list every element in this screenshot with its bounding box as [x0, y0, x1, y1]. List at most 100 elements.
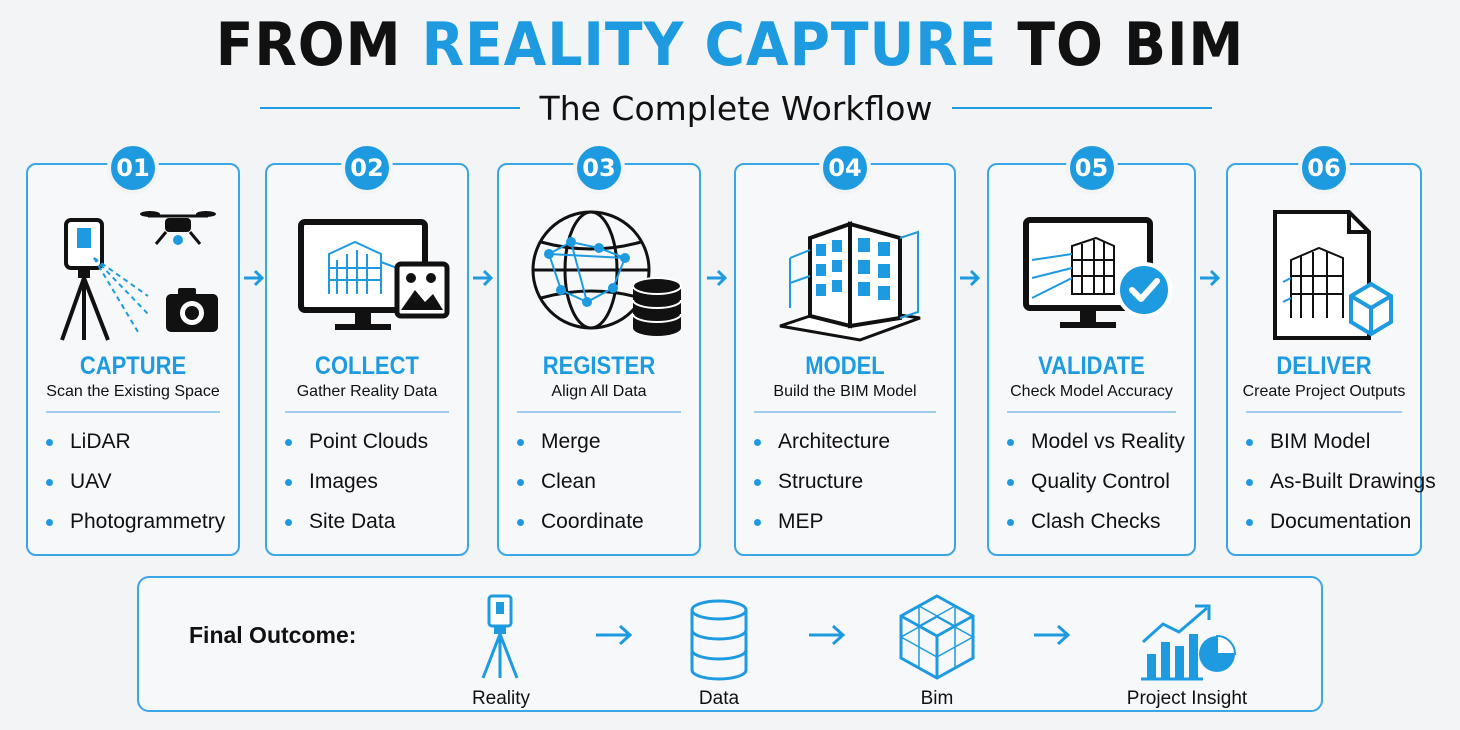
step-title: REGISTER	[542, 352, 656, 380]
outcome-node-project-insight: Project Insight	[1107, 590, 1267, 710]
arrow-right-icon	[707, 269, 728, 287]
database-icon	[639, 590, 799, 682]
globe-network-database-icon	[499, 193, 699, 353]
bullet-icon	[46, 519, 53, 526]
list-item: Quality Control	[1005, 467, 1188, 507]
list-item: Structure	[752, 467, 948, 507]
step-description: Check Model Accuracy	[1010, 383, 1173, 400]
arrow-right-icon	[1034, 624, 1071, 646]
step-description: Gather Reality Data	[296, 383, 438, 400]
list-item: Images	[283, 467, 461, 507]
list-item: Clash Checks	[1005, 507, 1188, 547]
step-card-register: 03 REGIST	[497, 142, 701, 556]
step-items: Merge Clean Coordinate	[515, 427, 693, 547]
outcome-node-label: Project Insight	[1126, 688, 1248, 709]
step-number-badge: 01	[107, 142, 159, 194]
step-divider	[517, 411, 681, 413]
outcome-node-reality: Reality	[421, 590, 581, 710]
step-number-badge: 02	[341, 142, 393, 194]
bullet-icon	[1246, 439, 1253, 446]
step-items: Model vs Reality Quality Control Clash C…	[1005, 427, 1188, 547]
bullet-icon	[517, 519, 524, 526]
bullet-icon	[754, 439, 761, 446]
arrow-right-icon	[473, 269, 494, 287]
wireframe-cube-icon	[857, 590, 1017, 682]
list-item: BIM Model	[1244, 427, 1414, 467]
bullet-icon	[1007, 479, 1014, 486]
step-description: Create Project Outputs	[1242, 383, 1406, 400]
step-divider	[1007, 411, 1176, 413]
document-cube-icon	[1228, 193, 1420, 353]
step-items: Architecture Structure MEP	[752, 427, 948, 547]
title-accent: REALITY CAPTURE	[421, 10, 998, 80]
growth-chart-icon	[1107, 590, 1267, 682]
bullet-icon	[1246, 519, 1253, 526]
step-title: VALIDATE	[1038, 352, 1145, 380]
step-title: COLLECT	[315, 352, 419, 380]
step-description: Scan the Existing Space	[46, 383, 220, 400]
step-card-collect: 02 COLLECT Gather Reality Data Point Clo…	[265, 142, 469, 556]
monitor-check-icon	[989, 193, 1194, 353]
step-divider	[1246, 411, 1402, 413]
list-item: Site Data	[283, 507, 461, 547]
outcome-node-label: Bim	[920, 688, 954, 709]
list-item: As-Built Drawings	[1244, 467, 1436, 507]
bullet-icon	[517, 439, 524, 446]
laser-scanner-drone-camera-icon	[28, 193, 238, 353]
step-title: MODEL	[805, 352, 885, 380]
final-outcome-panel: Final Outcome: Reality	[137, 576, 1323, 712]
step-description: Align All Data	[551, 383, 647, 400]
step-description: Build the BIM Model	[773, 383, 917, 400]
bullet-icon	[46, 439, 53, 446]
list-item: MEP	[752, 507, 948, 547]
step-number-badge: 04	[819, 142, 871, 194]
list-item: Clean	[515, 467, 693, 507]
subtitle-row: The Complete Workflow	[260, 86, 1212, 130]
subtitle-line-left	[260, 107, 520, 109]
list-item: Point Clouds	[283, 427, 461, 467]
step-number-badge: 03	[573, 142, 625, 194]
bullet-icon	[285, 439, 292, 446]
scanner-tripod-icon	[421, 590, 581, 682]
bullet-icon	[285, 519, 292, 526]
arrow-right-icon	[1200, 269, 1221, 287]
subtitle-line-right	[952, 107, 1212, 109]
subtitle: The Complete Workflow	[539, 88, 933, 128]
step-title: DELIVER	[1276, 352, 1372, 380]
bullet-icon	[285, 479, 292, 486]
list-item: Coordinate	[515, 507, 693, 547]
bullet-icon	[754, 479, 761, 486]
list-item: Model vs Reality	[1005, 427, 1188, 467]
arrow-right-icon	[596, 624, 633, 646]
list-item: Merge	[515, 427, 693, 467]
outcome-node-label: Data	[698, 688, 740, 709]
final-outcome-label: Final Outcome:	[189, 622, 357, 648]
bullet-icon	[1007, 519, 1014, 526]
step-card-validate: 05 VALIDATE Check Model Accuracy Model v…	[987, 142, 1196, 556]
title-part1: FROM	[215, 10, 422, 80]
monitor-pointcloud-image-icon	[267, 193, 467, 353]
bullet-icon	[754, 519, 761, 526]
bullet-icon	[1007, 439, 1014, 446]
outcome-node-label: Reality	[471, 688, 531, 709]
step-card-capture: 01 CAPTURE Scan the Existing Space	[26, 142, 240, 556]
outcome-node-data: Data	[639, 590, 799, 710]
list-item: LiDAR	[44, 427, 232, 467]
step-items: BIM Model As-Built Drawings Documentatio…	[1244, 427, 1436, 547]
step-divider	[46, 411, 220, 413]
step-card-deliver: 06 DELIVER Create Project Outputs BIM Mo…	[1226, 142, 1436, 556]
step-card-model: 04 MODEL Build the BIM Model Architectur…	[734, 142, 956, 556]
arrow-right-icon	[809, 624, 846, 646]
outcome-node-bim: Bim	[857, 590, 1017, 710]
step-divider	[754, 411, 936, 413]
page-title: FROM REALITY CAPTURE TO BIM	[58, 10, 1401, 80]
list-item: Photogrammetry	[44, 507, 232, 547]
bullet-icon	[46, 479, 53, 486]
bullet-icon	[517, 479, 524, 486]
bullet-icon	[1246, 479, 1253, 486]
arrow-right-icon	[960, 269, 981, 287]
list-item: Architecture	[752, 427, 948, 467]
step-items: Point Clouds Images Site Data	[283, 427, 461, 547]
step-divider	[285, 411, 449, 413]
arrow-right-icon	[244, 269, 265, 287]
